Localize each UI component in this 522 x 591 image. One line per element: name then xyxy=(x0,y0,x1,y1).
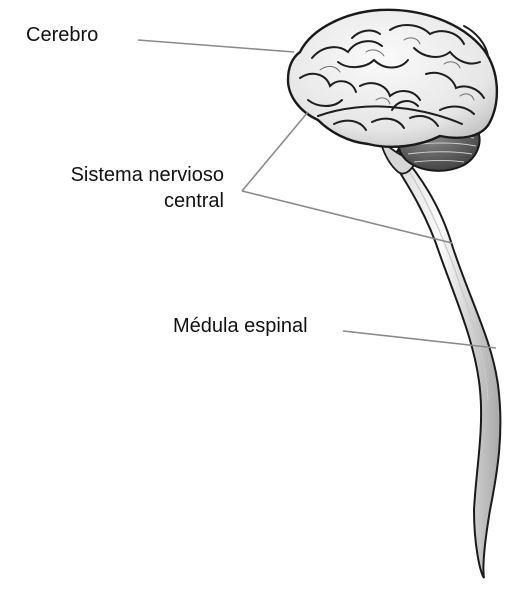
label-central-nervous-system: Sistema nervioso central xyxy=(52,162,224,214)
label-brain: Cerebro xyxy=(26,24,99,46)
leader-line-cns-upper xyxy=(241,111,309,192)
cerebrum-shape xyxy=(286,8,499,149)
spinal-cord-shape xyxy=(390,148,502,579)
leader-line-spinal-cord xyxy=(342,330,497,349)
label-spinal-cord: Médula espinal xyxy=(173,315,308,337)
leader-lines xyxy=(137,39,497,349)
leader-line-brain xyxy=(137,39,295,53)
label-cns-line2: central xyxy=(163,190,224,212)
leader-line-cns-lower xyxy=(241,190,453,244)
label-cns-line1: Sistema nervioso xyxy=(70,164,224,186)
brain-stem-shape xyxy=(378,137,418,175)
